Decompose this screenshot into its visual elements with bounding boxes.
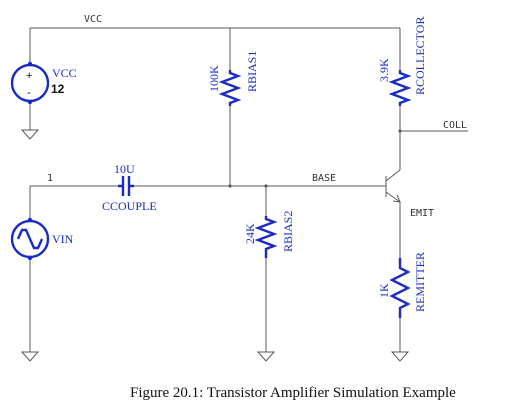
- rbias2-value: 24K: [243, 223, 257, 244]
- net-label-node1: 1: [47, 173, 53, 184]
- ccouple-capacitor: 10U CCOUPLE: [102, 162, 157, 213]
- transistor-emitter-icon: [385, 191, 401, 203]
- remitter-value: 1K: [377, 283, 391, 298]
- ground-icon: [20, 351, 40, 362]
- net-label-emit: EMIT: [410, 208, 434, 219]
- wires: [29, 27, 468, 352]
- rcollector-value: 3.9K: [377, 58, 391, 82]
- sine-wave-icon: [16, 228, 44, 250]
- vcc-source-name: VCC: [52, 66, 77, 80]
- junctions: [228, 129, 402, 188]
- capacitor-icon: [118, 176, 134, 196]
- terminal-dot: [27, 61, 33, 67]
- junction-dot: [264, 184, 268, 188]
- terminal-dot: [27, 99, 33, 105]
- rbias2-name: RBIAS2: [281, 211, 295, 252]
- terminal-dot: [27, 217, 33, 223]
- vcc-source: + - VCC 12: [10, 61, 77, 105]
- ground-icon: [390, 351, 410, 362]
- vcc-source-value: 12: [51, 82, 65, 96]
- junction-dot: [228, 184, 232, 188]
- ground-icon: [256, 351, 276, 362]
- rbias1-resistor: 100K RBIAS1: [207, 51, 259, 106]
- vcc-source-plus: +: [26, 70, 32, 82]
- figure-caption: Figure 20.1: Transistor Amplifier Simula…: [130, 385, 456, 401]
- net-label-coll: COLL: [443, 120, 467, 131]
- resistor-icon: [218, 70, 242, 106]
- resistor-icon: [254, 216, 278, 258]
- transistor-collector-icon: [385, 169, 401, 182]
- vin-source-name: VIN: [52, 232, 74, 246]
- grounds: [20, 129, 410, 362]
- rbias2-resistor: 24K RBIAS2: [243, 211, 295, 258]
- terminal-dot: [27, 255, 33, 261]
- rcollector-name: RCOLLECTOR: [413, 17, 427, 95]
- npn-transistor: [385, 169, 401, 203]
- net-label-vcc: VCC: [84, 14, 102, 25]
- remitter-name: REMITTER: [413, 252, 427, 312]
- rbias1-name: RBIAS1: [245, 51, 259, 92]
- ground-icon: [20, 129, 40, 140]
- net-labels: VCC 1 BASE COLL EMIT: [47, 14, 467, 219]
- resistor-icon: [389, 258, 411, 318]
- emitter-arrow-icon: [392, 194, 401, 203]
- vcc-source-minus: -: [27, 87, 31, 99]
- ccouple-value: 10U: [114, 162, 135, 176]
- rcollector-resistor: 3.9K RCOLLECTOR: [377, 17, 427, 106]
- rbias1-value: 100K: [207, 65, 221, 92]
- net-label-base: BASE: [312, 173, 336, 184]
- vin-source: VIN: [10, 217, 74, 261]
- junction-dot: [398, 129, 402, 133]
- remitter-resistor: 1K REMITTER: [377, 252, 427, 318]
- resistor-icon: [388, 70, 412, 106]
- ccouple-name: CCOUPLE: [102, 199, 157, 213]
